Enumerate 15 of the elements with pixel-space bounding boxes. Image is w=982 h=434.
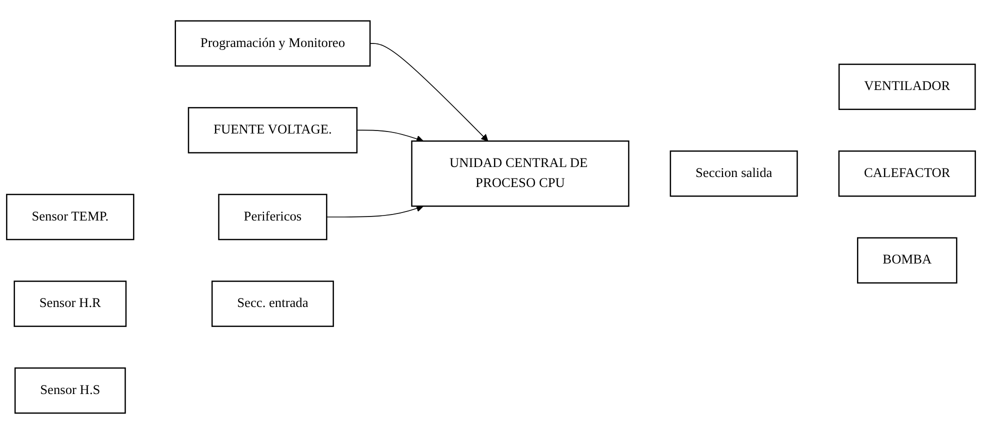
node-box: Seccion salida: [670, 150, 798, 197]
node-box: CALEFACTOR: [838, 150, 976, 197]
node-box: Sensor TEMP.: [6, 194, 134, 240]
node-box: Secc. entrada: [211, 280, 334, 327]
arrow: [356, 130, 424, 142]
arrow: [326, 204, 424, 218]
node-box: FUENTE VOLTAGE.: [188, 107, 358, 154]
node-box: UNIDAD CENTRAL DE PROCESO CPU: [411, 140, 630, 207]
arrow: [370, 43, 488, 142]
node-box: BOMBA: [857, 237, 958, 284]
node-box: Sensor H.S: [14, 367, 126, 414]
node-box: Programación y Monitoreo: [174, 20, 371, 67]
node-box: Sensor H.R: [14, 280, 127, 327]
node-box: VENTILADOR: [838, 64, 976, 110]
node-box: Perifericos: [218, 194, 328, 240]
